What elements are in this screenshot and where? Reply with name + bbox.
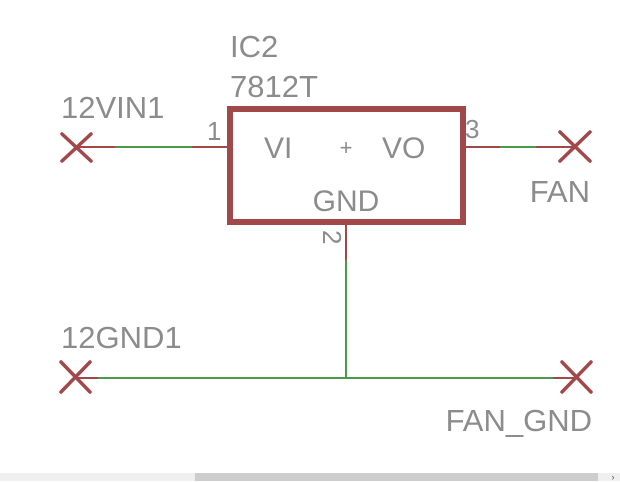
- x-marker-icon[interactable]: [59, 360, 92, 394]
- pin-number-1: 1: [207, 116, 221, 146]
- net-label-fan-gnd: FAN_GND: [446, 403, 592, 438]
- net-label-12gnd1: 12GND1: [61, 320, 182, 355]
- x-marker-icon[interactable]: [558, 130, 592, 163]
- pin-out-label: VO: [382, 132, 425, 165]
- horizontal-scrollbar[interactable]: ›: [0, 472, 620, 482]
- x-marker-icon[interactable]: [560, 360, 593, 394]
- pin-number-3: 3: [465, 114, 479, 144]
- scroll-right-arrow-icon[interactable]: ›: [611, 472, 615, 482]
- pin-gnd-label: GND: [313, 185, 380, 218]
- origin-mark-icon: +: [340, 135, 353, 160]
- pin-number-2: 2: [317, 230, 347, 244]
- x-marker-icon[interactable]: [60, 132, 93, 163]
- net-label-fan: FAN: [530, 174, 590, 209]
- part-value: 7812T: [230, 69, 318, 104]
- scrollbar-thumb[interactable]: [195, 473, 598, 481]
- net-label-12vin1: 12VIN1: [61, 90, 164, 125]
- part-name: IC2: [230, 29, 278, 64]
- pin-in-label: VI: [264, 132, 292, 165]
